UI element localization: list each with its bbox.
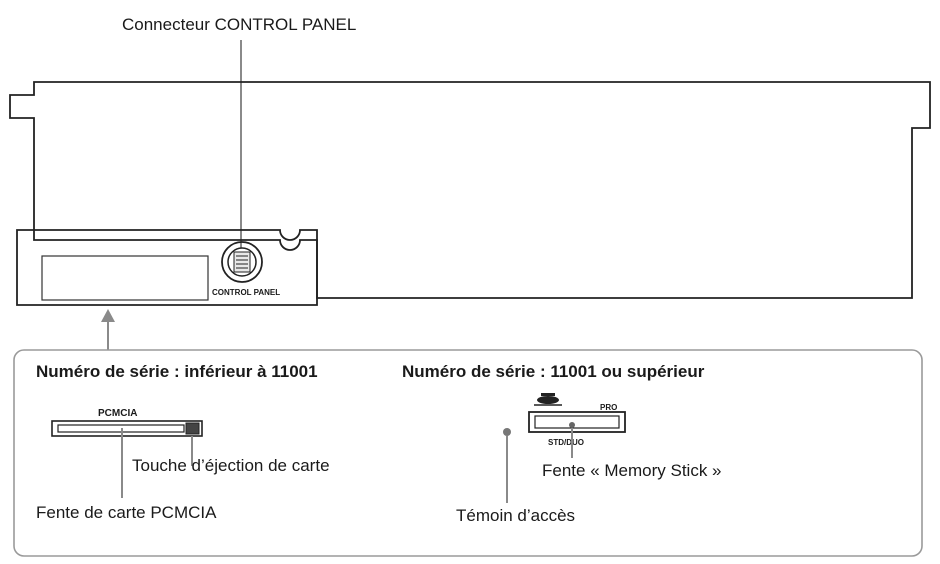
control-connector-label: Connecteur CONTROL PANEL xyxy=(122,15,356,34)
pcmcia-slot-label: Fente de carte PCMCIA xyxy=(36,503,217,522)
detail-arrow-head xyxy=(101,309,115,322)
pcmcia-mark: PCMCIA xyxy=(98,408,137,419)
control-panel-connector xyxy=(221,241,263,283)
access-led-icon xyxy=(503,428,511,436)
pcmcia-slot-detail xyxy=(51,420,203,437)
memory-stick-logo-icon xyxy=(534,393,562,406)
memory-stick-slot-detail xyxy=(528,411,626,433)
std-duo-mark: STD/DUO xyxy=(548,438,584,447)
memory-stick-slot-label: Fente « Memory Stick » xyxy=(542,461,722,480)
pro-mark: PRO xyxy=(600,403,617,412)
detail-panel xyxy=(13,349,923,557)
device-lid-outline xyxy=(9,81,931,299)
front-panel xyxy=(16,229,318,306)
serial-below-heading: Numéro de série : inférieur à 11001 xyxy=(36,362,318,381)
access-led-label: Témoin d’accès xyxy=(456,506,575,525)
serial-above-heading: Numéro de série : 11001 ou supérieur xyxy=(402,362,705,381)
eject-button-label: Touche d’éjection de carte xyxy=(132,456,330,475)
front-panel-window xyxy=(41,255,209,301)
control-panel-mark: CONTROL PANEL xyxy=(212,288,280,297)
